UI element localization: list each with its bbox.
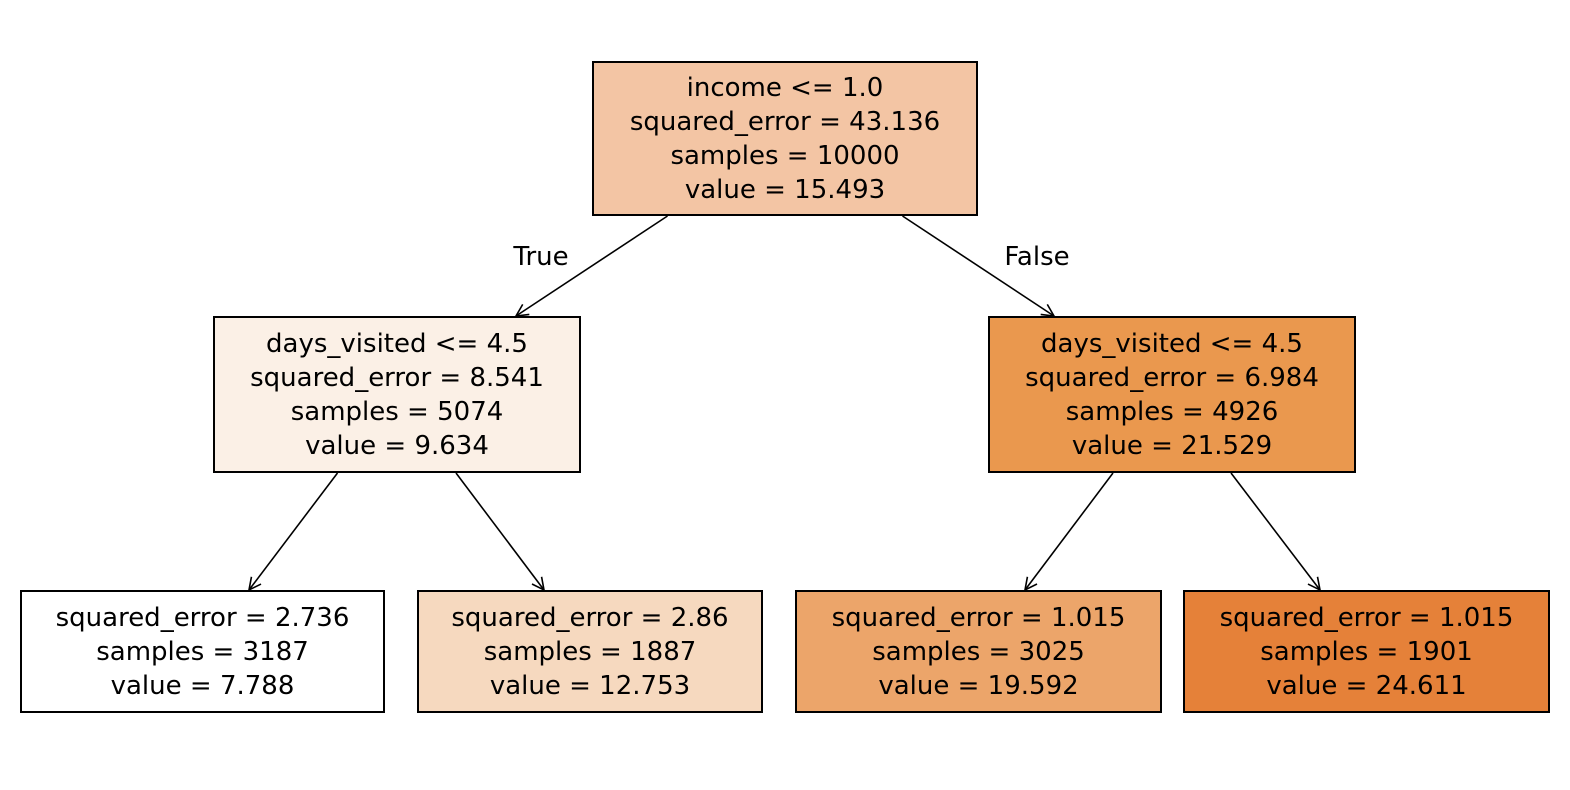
tree-node-leaf-1: squared_error = 2.736 samples = 3187 val…	[20, 590, 385, 713]
node-squared-error: squared_error = 6.984	[1025, 362, 1319, 393]
node-squared-error: squared_error = 1.015	[831, 602, 1126, 633]
node-value: value = 21.529	[1071, 430, 1273, 461]
node-value: value = 24.611	[1266, 670, 1467, 701]
node-squared-error: squared_error = 8.541	[250, 362, 544, 393]
node-value: value = 15.493	[684, 174, 886, 205]
node-value: value = 19.592	[878, 670, 1079, 701]
tree-node-leaf-4: squared_error = 1.015 samples = 1901 val…	[1183, 590, 1550, 713]
node-samples: samples = 3187	[96, 636, 309, 667]
node-samples: samples = 10000	[670, 140, 900, 171]
edge-label-true: True	[513, 242, 569, 272]
node-samples: samples = 1901	[1260, 636, 1473, 667]
node-samples: samples = 3025	[872, 636, 1085, 667]
node-samples: samples = 5074	[290, 396, 504, 427]
node-value: value = 12.753	[489, 670, 691, 701]
edge-right-split-to-leaf-4	[1230, 472, 1322, 592]
edge-label-false: False	[1004, 242, 1070, 272]
node-value: value = 7.788	[110, 670, 295, 701]
tree-node-root: income <= 1.0 squared_error = 43.136 sam…	[592, 61, 978, 216]
node-squared-error: squared_error = 2.736	[55, 602, 350, 633]
node-split-condition: days_visited <= 4.5	[266, 328, 528, 359]
node-split-condition: days_visited <= 4.5	[1041, 328, 1303, 359]
tree-node-leaf-3: squared_error = 1.015 samples = 3025 val…	[795, 590, 1162, 713]
node-squared-error: squared_error = 1.015	[1219, 602, 1514, 633]
node-samples: samples = 4926	[1065, 396, 1279, 427]
tree-node-leaf-2: squared_error = 2.86 samples = 1887 valu…	[417, 590, 763, 713]
edge-left-split-to-leaf-2	[455, 472, 546, 592]
tree-node-left-split: days_visited <= 4.5 squared_error = 8.54…	[213, 316, 581, 473]
tree-node-right-split: days_visited <= 4.5 squared_error = 6.98…	[988, 316, 1356, 473]
node-squared-error: squared_error = 2.86	[451, 602, 729, 633]
edge-left-split-to-leaf-1	[247, 472, 339, 592]
node-squared-error: squared_error = 43.136	[629, 106, 941, 137]
edge-right-split-to-leaf-3	[1023, 472, 1114, 592]
node-value: value = 9.634	[305, 430, 489, 461]
node-samples: samples = 1887	[483, 636, 697, 667]
node-split-condition: income <= 1.0	[686, 72, 884, 103]
